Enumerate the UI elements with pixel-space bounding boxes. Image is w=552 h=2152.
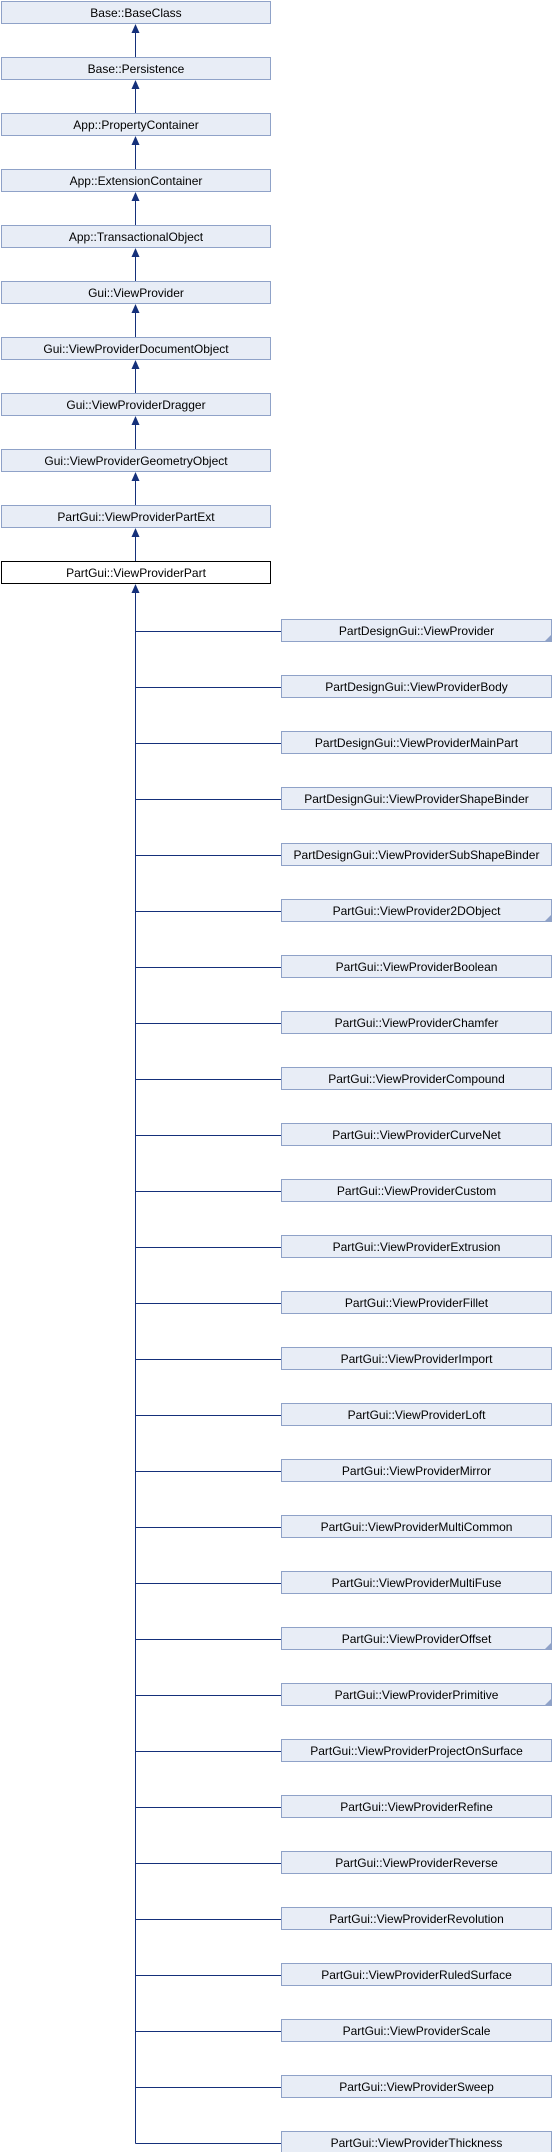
node-partgui-viewproviderrefine-label[interactable]: PartGui::ViewProviderRefine: [340, 1800, 493, 1814]
node-partgui-viewproviderextrusion-label[interactable]: PartGui::ViewProviderExtrusion: [333, 1240, 501, 1254]
inheritance-arrowhead: [131, 136, 140, 145]
inheritance-arrowhead: [131, 416, 140, 425]
node-gui-viewproviderdocumentobject-box[interactable]: [1, 337, 271, 360]
node-partgui-viewproviderboolean-label[interactable]: PartGui::ViewProviderBoolean: [336, 960, 498, 974]
node-partgui-viewproviderchamfer-label[interactable]: PartGui::ViewProviderChamfer: [335, 1016, 499, 1030]
node-base-persistence-label[interactable]: Base::Persistence: [88, 62, 185, 76]
node-partgui-viewprovidercompound-label[interactable]: PartGui::ViewProviderCompound: [328, 1072, 505, 1086]
node-partdesigngui-viewprovidersubshapebinder-label[interactable]: PartDesignGui::ViewProviderSubShapeBinde…: [294, 848, 540, 862]
node-partgui-viewproviderthickness-label[interactable]: PartGui::ViewProviderThickness: [331, 2136, 503, 2150]
node-partdesigngui-viewprovidershapebinder-label[interactable]: PartDesignGui::ViewProviderShapeBinder: [304, 792, 529, 806]
inheritance-arrowhead: [131, 80, 140, 89]
node-gui-viewproviderdragger-label[interactable]: Gui::ViewProviderDragger: [66, 398, 205, 412]
inheritance-arrowhead: [131, 360, 140, 369]
node-partgui-viewproviderfillet-label[interactable]: PartGui::ViewProviderFillet: [345, 1296, 489, 1310]
node-partgui-viewprovider2dobject-label[interactable]: PartGui::ViewProvider2DObject: [333, 904, 502, 918]
node-partdesigngui-viewprovider-more-indicator: [544, 634, 552, 642]
node-partgui-viewproviderreverse-label[interactable]: PartGui::ViewProviderReverse: [335, 1856, 498, 1870]
node-partgui-viewprovidermulticommon-label[interactable]: PartGui::ViewProviderMultiCommon: [321, 1520, 513, 1534]
node-app-transactionalobject-label[interactable]: App::TransactionalObject: [69, 230, 204, 244]
node-partgui-viewproviderscale-label[interactable]: PartGui::ViewProviderScale: [343, 2024, 491, 2038]
inheritance-arrowhead: [131, 24, 140, 33]
node-partgui-viewproviderprojectonsurface-label[interactable]: PartGui::ViewProviderProjectOnSurface: [310, 1744, 523, 1758]
node-partgui-viewproviderpartext-box[interactable]: [1, 505, 271, 528]
node-partgui-viewprovidercustom-label[interactable]: PartGui::ViewProviderCustom: [337, 1184, 496, 1198]
node-partgui-viewproviderloft-label[interactable]: PartGui::ViewProviderLoft: [348, 1408, 487, 1422]
node-gui-viewproviderdragger-box[interactable]: [1, 393, 271, 416]
inheritance-arrowhead: [131, 472, 140, 481]
node-app-propertycontainer-box[interactable]: [1, 113, 271, 136]
node-partgui-viewprovidermirror-label[interactable]: PartGui::ViewProviderMirror: [342, 1464, 491, 1478]
inheritance-arrowhead: [131, 248, 140, 257]
node-partgui-viewprovideroffset-more-indicator: [544, 1642, 552, 1650]
inheritance-arrowhead: [131, 304, 140, 313]
inheritance-arrowhead: [131, 528, 140, 537]
node-app-extensioncontainer-box[interactable]: [1, 169, 271, 192]
node-partgui-viewproviderprimitive-more-indicator: [544, 1698, 552, 1706]
node-gui-viewprovidergeometryobject-label[interactable]: Gui::ViewProviderGeometryObject: [44, 454, 228, 468]
node-gui-viewprovider-box[interactable]: [1, 281, 271, 304]
node-gui-viewproviderdocumentobject-label[interactable]: Gui::ViewProviderDocumentObject: [43, 342, 229, 356]
node-partdesigngui-viewprovider-label[interactable]: PartDesignGui::ViewProvider: [339, 624, 494, 638]
node-app-extensioncontainer-label[interactable]: App::ExtensionContainer: [70, 174, 203, 188]
node-partgui-viewprovider2dobject-more-indicator: [544, 914, 552, 922]
node-partgui-viewproviderpartext-label[interactable]: PartGui::ViewProviderPartExt: [57, 510, 215, 524]
node-base-baseclass-label[interactable]: Base::BaseClass: [90, 6, 181, 20]
node-partgui-viewproviderprimitive-label[interactable]: PartGui::ViewProviderPrimitive: [335, 1688, 499, 1702]
node-partdesigngui-viewprovidermainpart-label[interactable]: PartDesignGui::ViewProviderMainPart: [315, 736, 519, 750]
node-partgui-viewproviderruledsurface-label[interactable]: PartGui::ViewProviderRuledSurface: [321, 1968, 512, 1982]
inheritance-arrowhead: [131, 192, 140, 201]
node-gui-viewprovider-label[interactable]: Gui::ViewProvider: [88, 286, 184, 300]
node-partgui-viewprovidermultifuse-label[interactable]: PartGui::ViewProviderMultiFuse: [332, 1576, 502, 1590]
node-app-propertycontainer-label[interactable]: App::PropertyContainer: [73, 118, 198, 132]
inheritance-arrowhead: [131, 584, 140, 593]
node-partgui-viewproviderrevolution-label[interactable]: PartGui::ViewProviderRevolution: [329, 1912, 504, 1926]
node-partgui-viewprovidersweep-label[interactable]: PartGui::ViewProviderSweep: [339, 2080, 494, 2094]
node-app-transactionalobject-box[interactable]: [1, 225, 271, 248]
node-partgui-viewproviderimport-label[interactable]: PartGui::ViewProviderImport: [341, 1352, 494, 1366]
node-gui-viewprovidergeometryobject-box[interactable]: [1, 449, 271, 472]
node-current-partgui-viewproviderpart-label: PartGui::ViewProviderPart: [66, 566, 207, 580]
node-base-persistence-box[interactable]: [1, 57, 271, 80]
node-partgui-viewprovideroffset-label[interactable]: PartGui::ViewProviderOffset: [342, 1632, 492, 1646]
node-base-baseclass-box[interactable]: [1, 1, 271, 24]
node-partdesigngui-viewproviderbody-label[interactable]: PartDesignGui::ViewProviderBody: [325, 680, 508, 694]
node-partgui-viewprovidercurvenet-label[interactable]: PartGui::ViewProviderCurveNet: [332, 1128, 501, 1142]
node-current-partgui-viewproviderpart-box: [1, 561, 271, 584]
